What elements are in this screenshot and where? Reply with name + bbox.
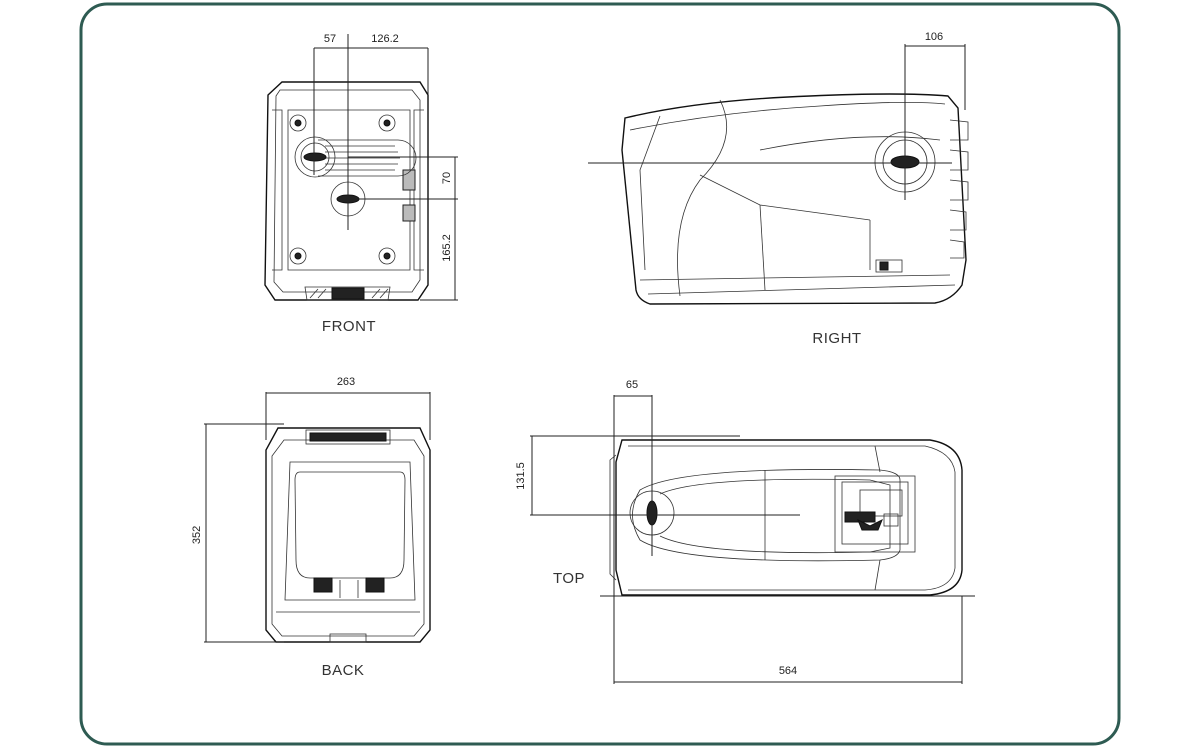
top-dimensions <box>530 395 975 684</box>
back-dimensions <box>204 392 431 643</box>
front-view <box>264 81 429 301</box>
dim-back-width: 263 <box>337 376 355 388</box>
dim-front-height-lower: 165.2 <box>441 234 453 262</box>
dim-top-port: 65 <box>626 379 638 391</box>
label-right: RIGHT <box>812 330 861 347</box>
dim-right-port: 106 <box>925 31 943 43</box>
label-top: TOP <box>553 570 585 587</box>
right-view <box>621 93 969 305</box>
front-dimensions <box>313 34 458 301</box>
dim-front-height-upper: 70 <box>441 172 453 184</box>
label-front: FRONT <box>322 318 376 335</box>
dim-back-height: 352 <box>191 526 203 544</box>
dim-front-width: 126.2 <box>371 33 399 45</box>
back-view <box>265 427 431 643</box>
top-view <box>609 439 963 596</box>
dim-top-length: 564 <box>779 665 797 677</box>
label-back: BACK <box>322 662 365 679</box>
right-dimensions <box>588 44 966 200</box>
dim-front-offset: 57 <box>324 33 336 45</box>
frame-border <box>79 2 1121 746</box>
dim-top-offset: 131.5 <box>515 462 527 490</box>
